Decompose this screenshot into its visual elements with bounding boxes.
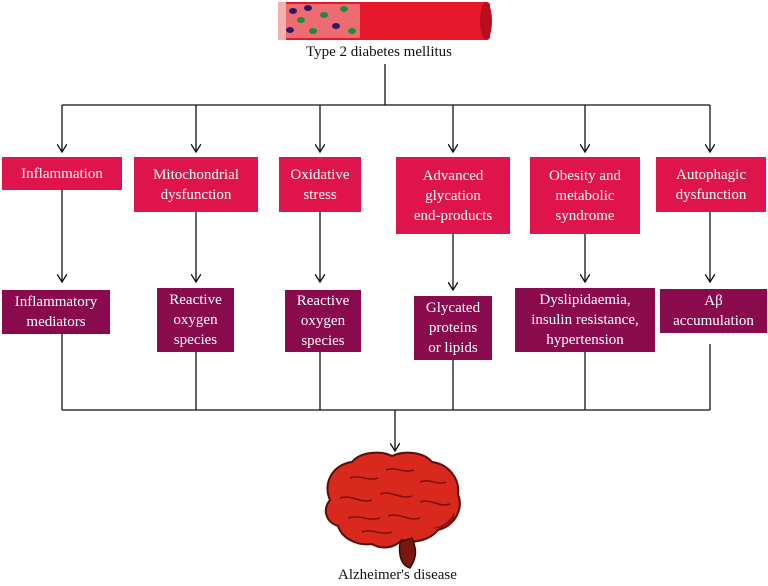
cause-box-obesity-metabolic-syndrome: Obesity and metabolic syndrome — [530, 157, 640, 234]
cause-box-inflammation: Inflammation — [2, 157, 122, 190]
effect-box-glycated-proteins-lipids: Glycated proteins or lipids — [414, 296, 492, 360]
effect-box-reactive-oxygen-species-2: Reactive oxygen species — [285, 290, 361, 352]
source-label: Type 2 diabetes mellitus — [306, 44, 453, 60]
effect-box-inflammatory-mediators: Inflammatory mediators — [2, 290, 110, 334]
cause-box-mitochondrial-dysfunction: Mitochondrial dysfunction — [134, 157, 258, 212]
brain-icon — [324, 451, 461, 569]
blood-vessel-icon — [278, 2, 492, 40]
effect-box-abeta-accumulation: Aβ accumulation — [660, 289, 767, 333]
cause-box-advanced-glycation: Advanced glycation end-products — [396, 157, 510, 234]
cause-box-oxidative-stress: Oxidative stress — [279, 157, 361, 212]
effect-box-reactive-oxygen-species-1: Reactive oxygen species — [157, 288, 234, 352]
effect-box-dyslipidaemia: Dyslipidaemia, insulin resistance, hyper… — [515, 288, 655, 352]
outcome-label: Alzheimer's disease — [338, 567, 457, 583]
cause-box-autophagic-dysfunction: Autophagic dysfunction — [656, 157, 766, 212]
